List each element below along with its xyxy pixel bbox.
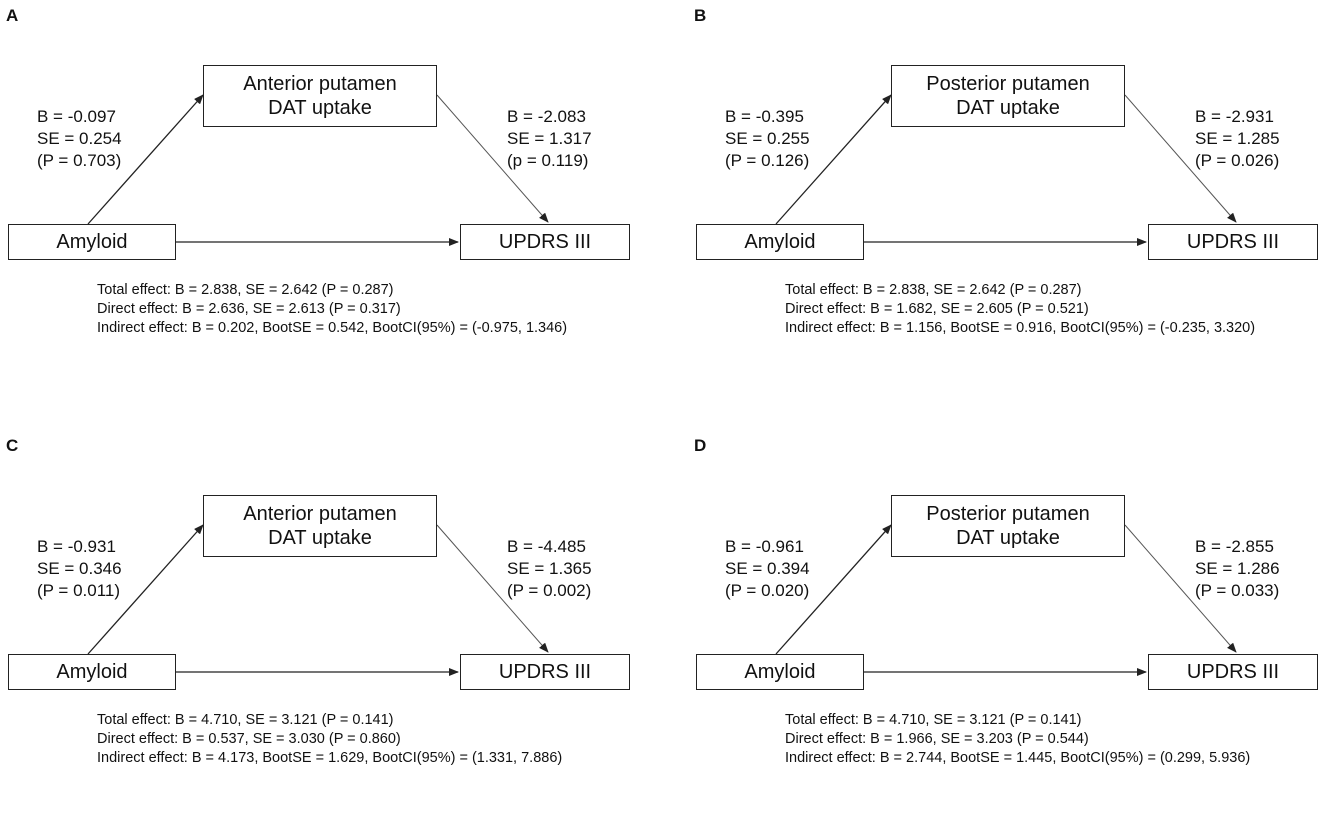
arrow-mediator-to-outcome: [436, 94, 549, 223]
path-b-p: (P = 0.033): [1195, 581, 1280, 600]
path-a-b: B = -0.395: [725, 107, 804, 126]
path-a-p: (P = 0.703): [37, 151, 122, 170]
mediator-box: Anterior putamen DAT uptake: [203, 65, 437, 127]
path-a-se: SE = 0.346: [37, 559, 122, 578]
mediator-line-2: DAT uptake: [268, 527, 372, 549]
direct-effect: Direct effect: B = 1.966, SE = 3.203 (P …: [785, 731, 1089, 747]
path-b-se: SE = 1.285: [1195, 129, 1280, 148]
direct-effect: Direct effect: B = 2.636, SE = 2.613 (P …: [97, 301, 401, 317]
outcome-box: UPDRS III: [460, 654, 630, 690]
path-b-coefficients: B = -2.931 SE = 1.285 (P = 0.026): [1195, 106, 1280, 172]
path-arrows: [87, 524, 549, 676]
path-a-p: (P = 0.126): [725, 151, 810, 170]
path-arrows: [775, 524, 1237, 676]
path-arrows: [87, 94, 549, 246]
arrow-mediator-to-outcome: [1124, 94, 1237, 223]
panel-label: A: [6, 6, 19, 25]
mediator-line-1: Posterior putamen: [926, 503, 1090, 525]
indirect-effect: Indirect effect: B = 2.744, BootSE = 1.4…: [785, 750, 1251, 766]
path-b-p: (p = 0.119): [507, 151, 589, 170]
predictor-box: Amyloid: [8, 224, 176, 260]
path-b-b: B = -4.485: [507, 537, 586, 556]
path-a-se: SE = 0.255: [725, 129, 810, 148]
mediator-box: Posterior putamen DAT uptake: [891, 495, 1125, 557]
panel-label: B: [694, 6, 707, 25]
arrow-mediator-to-outcome: [1124, 524, 1237, 653]
mediation-panel-c: C Anterior putamen DAT uptake Amyloid UP…: [0, 430, 662, 817]
mediator-box: Anterior putamen DAT uptake: [203, 495, 437, 557]
mediator-line-2: DAT uptake: [268, 97, 372, 119]
indirect-effect: Indirect effect: B = 1.156, BootSE = 0.9…: [785, 320, 1256, 336]
path-a-se: SE = 0.254: [37, 129, 122, 148]
panel-label: D: [694, 436, 707, 455]
arrow-predictor-to-mediator: [775, 524, 892, 655]
mediator-line-1: Posterior putamen: [926, 73, 1090, 95]
indirect-effect: Indirect effect: B = 0.202, BootSE = 0.5…: [97, 320, 568, 336]
mediation-panel-d: D Posterior putamen DAT uptake Amyloid U…: [688, 430, 1325, 817]
effects-summary: Total effect: B = 2.838, SE = 2.642 (P =…: [97, 281, 567, 338]
mediator-line-1: Anterior putamen: [243, 73, 397, 95]
path-b-coefficients: B = -2.855 SE = 1.286 (P = 0.033): [1195, 536, 1280, 602]
effects-summary: Total effect: B = 4.710, SE = 3.121 (P =…: [785, 711, 1250, 768]
predictor-box: Amyloid: [696, 654, 864, 690]
arrow-predictor-to-mediator: [87, 524, 204, 655]
direct-effect: Direct effect: B = 1.682, SE = 2.605 (P …: [785, 301, 1089, 317]
path-b-coefficients: B = -2.083 SE = 1.317 (p = 0.119): [507, 106, 592, 172]
outcome-box: UPDRS III: [460, 224, 630, 260]
direct-effect: Direct effect: B = 0.537, SE = 3.030 (P …: [97, 731, 401, 747]
path-b-p: (P = 0.002): [507, 581, 592, 600]
path-a-b: B = -0.931: [37, 537, 116, 556]
mediation-panel-a: A Anterior putamen DAT uptake Amyloid UP…: [0, 0, 662, 387]
arrow-mediator-to-outcome: [436, 524, 549, 653]
path-b-b: B = -2.855: [1195, 537, 1274, 556]
predictor-box: Amyloid: [8, 654, 176, 690]
effects-summary: Total effect: B = 4.710, SE = 3.121 (P =…: [97, 711, 562, 768]
total-effect: Total effect: B = 2.838, SE = 2.642 (P =…: [97, 282, 394, 298]
mediator-box: Posterior putamen DAT uptake: [891, 65, 1125, 127]
path-a-p: (P = 0.011): [37, 581, 121, 600]
mediator-line-1: Anterior putamen: [243, 503, 397, 525]
path-a-se: SE = 0.394: [725, 559, 810, 578]
arrow-predictor-to-mediator: [775, 94, 892, 225]
path-b-se: SE = 1.317: [507, 129, 592, 148]
mediator-line-2: DAT uptake: [956, 97, 1060, 119]
path-a-coefficients: B = -0.931 SE = 0.346 (P = 0.011): [37, 536, 122, 602]
path-b-b: B = -2.083: [507, 107, 586, 126]
path-a-coefficients: B = -0.395 SE = 0.255 (P = 0.126): [725, 106, 810, 172]
path-b-se: SE = 1.286: [1195, 559, 1280, 578]
path-a-coefficients: B = -0.097 SE = 0.254 (P = 0.703): [37, 106, 122, 172]
path-b-p: (P = 0.026): [1195, 151, 1280, 170]
path-a-p: (P = 0.020): [725, 581, 810, 600]
mediation-panel-b: B Posterior putamen DAT uptake Amyloid U…: [688, 0, 1325, 387]
effects-summary: Total effect: B = 2.838, SE = 2.642 (P =…: [785, 281, 1255, 338]
path-b-se: SE = 1.365: [507, 559, 592, 578]
outcome-box: UPDRS III: [1148, 654, 1318, 690]
arrow-predictor-to-mediator: [87, 94, 204, 225]
panel-label: C: [6, 436, 19, 455]
path-a-b: B = -0.961: [725, 537, 804, 556]
total-effect: Total effect: B = 2.838, SE = 2.642 (P =…: [785, 282, 1082, 298]
predictor-box: Amyloid: [696, 224, 864, 260]
total-effect: Total effect: B = 4.710, SE = 3.121 (P =…: [97, 712, 394, 728]
mediator-line-2: DAT uptake: [956, 527, 1060, 549]
path-a-b: B = -0.097: [37, 107, 116, 126]
total-effect: Total effect: B = 4.710, SE = 3.121 (P =…: [785, 712, 1082, 728]
path-arrows: [775, 94, 1237, 246]
path-a-coefficients: B = -0.961 SE = 0.394 (P = 0.020): [725, 536, 810, 602]
outcome-box: UPDRS III: [1148, 224, 1318, 260]
indirect-effect: Indirect effect: B = 4.173, BootSE = 1.6…: [97, 750, 563, 766]
path-b-coefficients: B = -4.485 SE = 1.365 (P = 0.002): [507, 536, 592, 602]
path-b-b: B = -2.931: [1195, 107, 1274, 126]
